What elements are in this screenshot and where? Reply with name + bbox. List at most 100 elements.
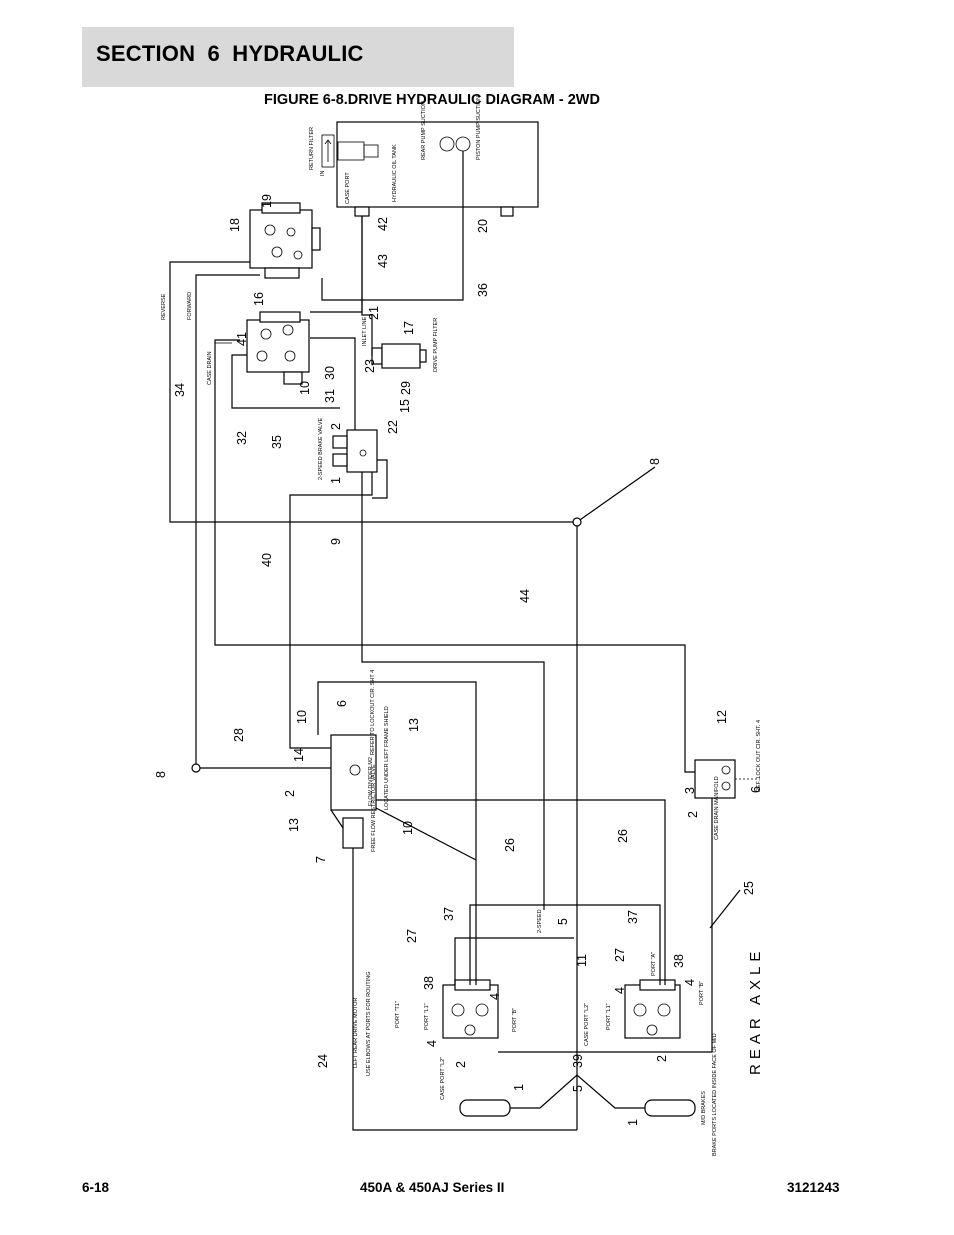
callout-31: 31 bbox=[323, 389, 337, 403]
port-l1-label-left: PORT "L1" bbox=[424, 1003, 430, 1030]
drive-pump-filter-label: DRIVE PUMP FILTER bbox=[433, 318, 439, 372]
callout-32: 32 bbox=[235, 431, 249, 445]
callout-13-mid: 13 bbox=[407, 718, 421, 732]
callout-10-mid: 10 bbox=[295, 710, 309, 724]
two-speed-brake-valve: 2-SPEED BRAKE VALVE bbox=[318, 418, 378, 480]
callout-38-right: 38 bbox=[672, 954, 686, 968]
callout-19: 19 bbox=[260, 194, 274, 208]
ref-lock-out-label: REF. LOCK OUT CIR. SHT. 4 bbox=[756, 720, 762, 792]
callout-14: 14 bbox=[292, 748, 306, 762]
callout-41: 41 bbox=[235, 332, 249, 346]
callout-20: 20 bbox=[476, 219, 490, 233]
callout-numbers: 42 20 43 36 19 18 16 41 21 17 30 23 10 3… bbox=[154, 194, 763, 1126]
callout-4-a: 4 bbox=[613, 987, 627, 994]
callout-10-top: 10 bbox=[298, 381, 312, 395]
callout-9: 9 bbox=[329, 538, 343, 545]
free-flow-restrictor-label: FREE FLOW RESTRICTOR VALVE bbox=[371, 764, 377, 852]
junction-points bbox=[191, 517, 582, 773]
located-under-label: LOCATED UNDER LEFT FRAME SHIELD bbox=[384, 706, 390, 810]
case-drain-manifold: CASE DRAIN MANIFOLD REF. LOCK OUT CIR. S… bbox=[694, 720, 762, 840]
callout-4-d: 4 bbox=[425, 1040, 439, 1047]
callout-8-right: 8 bbox=[648, 458, 662, 465]
callout-5-mid: 5 bbox=[556, 918, 570, 925]
flow-divider-label: FLOW DIVIDER M2 bbox=[368, 757, 374, 806]
callout-39: 39 bbox=[571, 1054, 585, 1068]
two-speed-brake-valve-label: 2-SPEED BRAKE VALVE bbox=[318, 418, 324, 480]
left-rear-drive-motor: LEFT REAR DRIVE MOTOR USE ELBOWS AT PORT… bbox=[353, 971, 518, 1100]
callout-1-right: 1 bbox=[626, 1119, 640, 1126]
callout-27-right: 27 bbox=[613, 948, 627, 962]
callout-2-right: 2 bbox=[686, 811, 700, 818]
callout-44: 44 bbox=[518, 589, 532, 603]
callout-18: 18 bbox=[228, 218, 242, 232]
callout-42: 42 bbox=[376, 217, 390, 231]
line-labels: REVERSE FORWARD CASE DRAIN 2-SPEED REAR … bbox=[161, 292, 764, 1075]
callout-15: 15 bbox=[398, 399, 412, 413]
callout-24: 24 bbox=[316, 1054, 330, 1068]
two-speed-label: 2-SPEED bbox=[537, 909, 543, 933]
callout-6-mid: 6 bbox=[335, 700, 349, 707]
callout-2-top: 2 bbox=[329, 423, 343, 430]
callout-26-left: 26 bbox=[503, 838, 517, 852]
doc-number: 3121243 bbox=[787, 1180, 840, 1195]
port-t1-label-left: PORT "T1" bbox=[395, 1001, 401, 1028]
callout-1-left: 1 bbox=[512, 1084, 526, 1091]
callout-4-c: 4 bbox=[488, 993, 502, 1000]
callout-6-right: 6 bbox=[749, 786, 763, 793]
model-name: 450A & 450AJ Series II bbox=[360, 1180, 505, 1195]
callout-36: 36 bbox=[476, 283, 490, 297]
callout-35: 35 bbox=[270, 435, 284, 449]
hydraulic-lines bbox=[169, 151, 760, 1131]
rear-pump-suction-label: REAR PUMP SUCTION bbox=[421, 101, 427, 160]
case-port-label: CASE PORT bbox=[345, 172, 351, 204]
inlet-line-label: INLET LINE bbox=[362, 316, 368, 346]
callout-21: 21 bbox=[367, 306, 381, 320]
callout-16: 16 bbox=[252, 292, 266, 306]
right-rear-drive-motor: CASE PORT "L2" PORT "L1" PORT "A" PORT "… bbox=[584, 952, 705, 1046]
callout-34: 34 bbox=[173, 383, 187, 397]
case-drain-manifold-label: CASE DRAIN MANIFOLD bbox=[714, 776, 720, 840]
tank-label: HYDRAULIC OIL TANK bbox=[392, 144, 398, 202]
callout-37-right: 37 bbox=[626, 910, 640, 924]
callout-10-low: 10 bbox=[401, 821, 415, 835]
callout-29: 29 bbox=[399, 381, 413, 395]
port-b-label-left: PORT "B" bbox=[512, 1008, 518, 1032]
callout-17: 17 bbox=[402, 321, 416, 335]
flow-divider: FLOW DIVIDER M2 REFER TO LOCKOUT CIR. SH… bbox=[330, 670, 390, 811]
callout-22: 22 bbox=[386, 420, 400, 434]
callout-43: 43 bbox=[376, 254, 390, 268]
callout-2-low-left: 2 bbox=[454, 1061, 468, 1068]
callout-8-left: 8 bbox=[154, 771, 168, 778]
callout-1-top: 1 bbox=[329, 477, 343, 484]
figure-title: FIGURE 6-8.DRIVE HYDRAULIC DIAGRAM - 2WD bbox=[264, 92, 600, 108]
callout-3: 3 bbox=[683, 787, 697, 794]
case-port-l2-label-right: CASE PORT "L2" bbox=[584, 1003, 590, 1046]
page-number: 6-18 bbox=[82, 1180, 110, 1195]
callout-23: 23 bbox=[363, 359, 377, 373]
port-a-label-right: PORT "A" bbox=[651, 952, 657, 976]
rear-axle-label: REAR AXLE bbox=[747, 947, 764, 1075]
mid-brakes: M/D BRAKES BRAKE PORTS LOCATED INSIDE FA… bbox=[459, 1033, 718, 1156]
callout-5-low: 5 bbox=[571, 1085, 585, 1092]
reverse-label: REVERSE bbox=[161, 293, 167, 320]
callout-40: 40 bbox=[260, 553, 274, 567]
use-elbows-label: USE ELBOWS AT PORTS FOR ROUTING bbox=[366, 971, 372, 1076]
callout-25: 25 bbox=[742, 881, 756, 895]
callout-13-low: 13 bbox=[287, 818, 301, 832]
callout-11: 11 bbox=[575, 954, 589, 967]
callout-12: 12 bbox=[715, 710, 729, 724]
callout-37-left: 37 bbox=[442, 907, 456, 921]
callout-26-right: 26 bbox=[616, 829, 630, 843]
case-port-l2-label-left: CASE PORT "L2" bbox=[440, 1057, 446, 1100]
mid-brakes-label: M/D BRAKES bbox=[701, 1091, 707, 1125]
brake-ports-label: BRAKE PORTS LOCATED INSIDE FACE OF M/D bbox=[712, 1033, 718, 1156]
callout-4-b: 4 bbox=[683, 979, 697, 986]
callout-7: 7 bbox=[314, 856, 328, 863]
piston-pump-suction-label: PISTON PUMP SUCTION bbox=[476, 96, 482, 160]
callout-2-low-right: 2 bbox=[655, 1055, 669, 1062]
callout-30: 30 bbox=[323, 366, 337, 380]
port-l1-label-right: PORT "L1" bbox=[606, 1003, 612, 1030]
section-title: SECTION 6 HYDRAULIC bbox=[96, 41, 364, 66]
port-b-label-right: PORT "B" bbox=[699, 981, 705, 1005]
